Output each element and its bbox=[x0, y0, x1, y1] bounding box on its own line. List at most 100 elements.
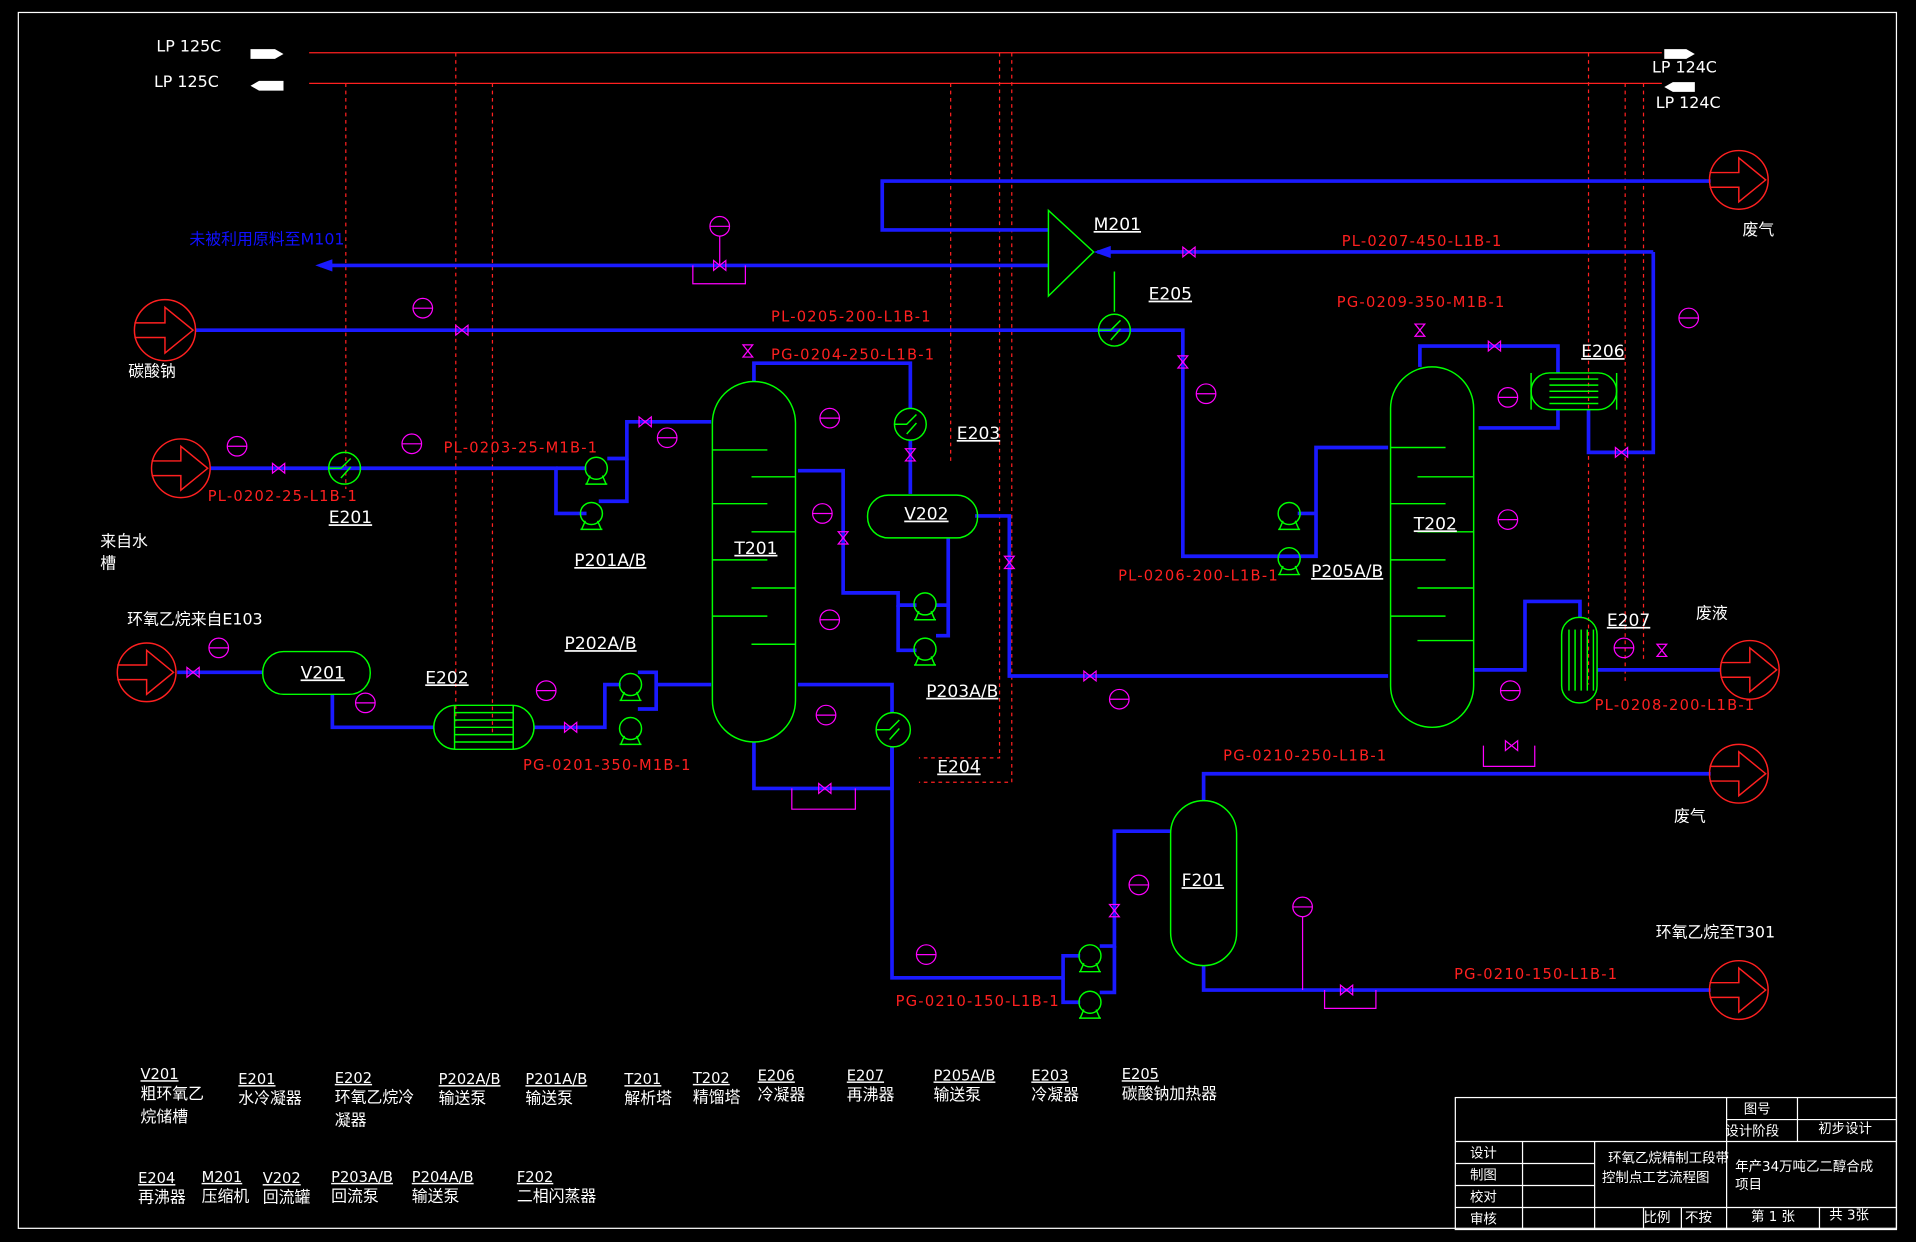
pump-icon bbox=[579, 501, 604, 531]
off-page-connector bbox=[133, 298, 197, 362]
tag-t201: T201 bbox=[733, 539, 777, 559]
arrow-right-icon bbox=[1709, 966, 1767, 1014]
tag-e201: E201 bbox=[329, 508, 372, 528]
instrument-bubble-icon bbox=[354, 692, 376, 714]
arrow-right-icon bbox=[151, 444, 209, 492]
exchanger-e202 bbox=[433, 704, 535, 751]
drum-v202 bbox=[866, 494, 979, 539]
stream-label-waste-liquid: 废液 bbox=[1696, 604, 1728, 623]
pump-base bbox=[914, 656, 937, 666]
line-number: PL-0208-200-L1B-1 bbox=[1595, 697, 1756, 714]
legend-description: 精馏塔 bbox=[693, 1087, 741, 1106]
legend-description: 水冷凝器 bbox=[238, 1089, 302, 1108]
legend-tag: E201 bbox=[238, 1071, 275, 1088]
tag-e203: E203 bbox=[957, 424, 1000, 444]
pump-base bbox=[1078, 1009, 1101, 1019]
tag-e207: E207 bbox=[1607, 611, 1650, 631]
flash-drum-f201 bbox=[1169, 799, 1238, 967]
project-name: 项目 bbox=[1735, 1178, 1762, 1193]
off-page-connector bbox=[1708, 743, 1769, 804]
off-page-connectors bbox=[116, 149, 1780, 1021]
valve-icon bbox=[1182, 245, 1196, 259]
line-number: PL-0205-200-L1B-1 bbox=[771, 309, 932, 326]
valve-icon bbox=[1083, 669, 1097, 683]
drawing-title: 环氧乙烷精制工段带 bbox=[1608, 1150, 1729, 1166]
instrument-bubble-icon bbox=[535, 680, 557, 702]
line-number: PG-0210-150-L1B-1 bbox=[1454, 966, 1618, 983]
legend-tag: M201 bbox=[202, 1169, 243, 1186]
designer-label: 设计 bbox=[1470, 1145, 1497, 1161]
valves bbox=[186, 245, 1668, 997]
tag-v201: V201 bbox=[301, 663, 345, 683]
instrument-bubble-icon bbox=[1497, 386, 1519, 408]
off-page-connector bbox=[116, 642, 177, 703]
coil-icon bbox=[876, 719, 900, 741]
legend-description: 解析塔 bbox=[624, 1089, 672, 1108]
tag-v202: V202 bbox=[904, 505, 948, 525]
legend-tag: T201 bbox=[623, 1071, 661, 1088]
instrument-bubble-icon bbox=[208, 637, 230, 659]
legend-tag: E204 bbox=[138, 1170, 175, 1187]
pump-icon bbox=[1078, 944, 1102, 973]
instrument-bubble-icon bbox=[1292, 896, 1313, 918]
instrument-bubble-icon bbox=[915, 944, 937, 965]
drawing-title: 控制点工艺流程图 bbox=[1602, 1170, 1710, 1186]
steam-headers: LP 125C LP 125C LP 124C LP 124C bbox=[154, 37, 1721, 112]
column-t202 bbox=[1389, 366, 1475, 728]
tag-p205: P205A/B bbox=[1311, 562, 1383, 582]
bypass-line bbox=[692, 236, 1536, 1009]
legend-description: 烷储槽 bbox=[141, 1107, 189, 1126]
instrument-bubble-icon bbox=[811, 503, 833, 524]
equipment bbox=[261, 208, 1618, 967]
pump-base bbox=[585, 475, 608, 485]
valve-icon bbox=[1108, 903, 1121, 918]
steam-out-label: LP 124C bbox=[1652, 57, 1717, 76]
legend-description: 环氧乙烷冷 bbox=[335, 1087, 415, 1106]
legend-description: 凝器 bbox=[335, 1111, 367, 1130]
legend-tag: P202A/B bbox=[439, 1071, 501, 1088]
arrow-left-icon bbox=[250, 80, 284, 91]
legend-tag: F202 bbox=[517, 1169, 553, 1186]
off-page-connector bbox=[1708, 959, 1769, 1021]
reboiler-e207 bbox=[1560, 616, 1598, 704]
valve-icon bbox=[638, 415, 652, 428]
column-t201 bbox=[711, 380, 797, 743]
scale-value: 不按 bbox=[1685, 1210, 1712, 1226]
legend-description: 冷凝器 bbox=[758, 1085, 806, 1104]
legend-tag: P205A/B bbox=[934, 1067, 996, 1084]
legend-description: 回流罐 bbox=[263, 1188, 311, 1207]
legend-tag: P204A/B bbox=[412, 1169, 474, 1186]
valve-icon bbox=[818, 782, 832, 795]
off-page-connector bbox=[1719, 639, 1780, 700]
drafter-label: 制图 bbox=[1470, 1167, 1497, 1183]
pump-icon bbox=[1078, 990, 1102, 1019]
line-number: PG-0209-350-M1B-1 bbox=[1337, 294, 1506, 311]
instrument-bubble-icon bbox=[1108, 688, 1130, 710]
instrument-bubble-icon bbox=[1128, 874, 1150, 896]
line-number: PG-0201-350-M1B-1 bbox=[523, 757, 692, 774]
tag-f201: F201 bbox=[1182, 871, 1224, 891]
pump-casing bbox=[1078, 990, 1102, 1014]
tag-t202: T202 bbox=[1413, 514, 1457, 534]
arrow-right-icon bbox=[1709, 750, 1767, 798]
legend-description: 再沸器 bbox=[138, 1188, 186, 1207]
drawing-number-label: 图号 bbox=[1744, 1102, 1771, 1117]
instrument-bubble-icon bbox=[819, 407, 841, 429]
valve-icon bbox=[1339, 983, 1354, 997]
design-stage-label: 设计阶段 bbox=[1725, 1123, 1779, 1139]
instrument-bubble-icon bbox=[226, 435, 248, 457]
connector-circle bbox=[116, 642, 177, 703]
pump-casing bbox=[1078, 944, 1102, 968]
sheet-number: 第 1 张 bbox=[1751, 1208, 1796, 1225]
connector-circle bbox=[1708, 959, 1769, 1021]
connector-circle bbox=[1708, 149, 1769, 210]
valve-icon bbox=[836, 531, 850, 545]
valve-icon bbox=[1003, 555, 1016, 570]
pump-icon bbox=[1277, 501, 1301, 531]
off-page-connector bbox=[150, 438, 211, 499]
legend-tag: E206 bbox=[758, 1067, 795, 1084]
instrument-bubble-icon bbox=[412, 297, 434, 319]
legend-description: 冷凝器 bbox=[1031, 1085, 1079, 1104]
legend-tag: E205 bbox=[1122, 1066, 1159, 1083]
instrument-bubble-icon bbox=[1613, 637, 1635, 659]
